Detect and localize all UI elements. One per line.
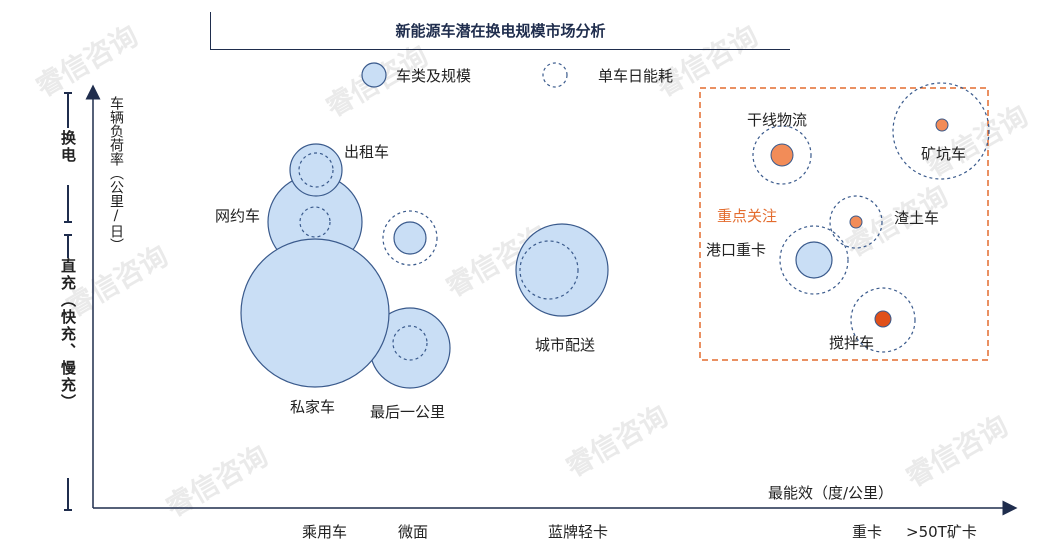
legend-scale-label: 车类及规模 [396, 67, 472, 85]
legend-daily-energy-icon [542, 62, 568, 88]
legend-scale-icon [361, 62, 387, 88]
bubble-trunk-logistics [752, 125, 812, 185]
label-ride-hailing: 网约车 [215, 207, 261, 225]
x-category-passenger-car: 乘用车 [302, 523, 348, 541]
x-axis-label: 最能效（度/公里） [768, 484, 894, 502]
label-muck-truck: 渣土车 [894, 209, 940, 227]
label-port-truck: 港口重卡 [706, 241, 767, 259]
bubble-muck-truck [829, 195, 883, 249]
label-mixer: 搅拌车 [829, 334, 875, 352]
label-mining-pit: 矿坑车 [921, 145, 967, 163]
legend-daily-energy-label: 单车日能耗 [598, 67, 674, 85]
bubble-taxi [289, 143, 343, 197]
bubble-urban-delivery [515, 223, 609, 317]
bubble-mixer [850, 287, 916, 353]
swap-bracket [64, 92, 72, 223]
x-category-mining-truck: >50T矿卡 [906, 523, 977, 541]
diagram-title: 新能源车潜在换电规模市场分析 [210, 12, 790, 50]
y-axis-label: 车辆负荷率（公里/日） [108, 96, 124, 252]
label-private-car: 私家车 [290, 398, 336, 416]
section-label-swap: 换电 [59, 130, 77, 164]
bubble-unlabeled-small [382, 210, 438, 266]
label-urban-delivery: 城市配送 [535, 336, 596, 354]
bubble-private-car [240, 238, 390, 388]
x-category-light-truck: 蓝牌轻卡 [548, 523, 609, 541]
focus-box [699, 87, 989, 361]
focus-label: 重点关注 [717, 207, 778, 225]
label-taxi: 出租车 [344, 143, 390, 161]
x-category-microvan: 微面 [398, 523, 429, 541]
bubble-mining-pit [892, 82, 990, 180]
bubble-port-truck [779, 225, 849, 295]
x-category-heavy-truck: 重卡 [852, 523, 883, 541]
section-label-charge: 直充（快充、慢充） [59, 258, 77, 411]
label-trunk-logistics: 干线物流 [747, 111, 808, 129]
charge-bracket [64, 234, 72, 511]
label-last-mile: 最后一公里 [370, 403, 446, 421]
bubble-last-mile [369, 307, 451, 389]
